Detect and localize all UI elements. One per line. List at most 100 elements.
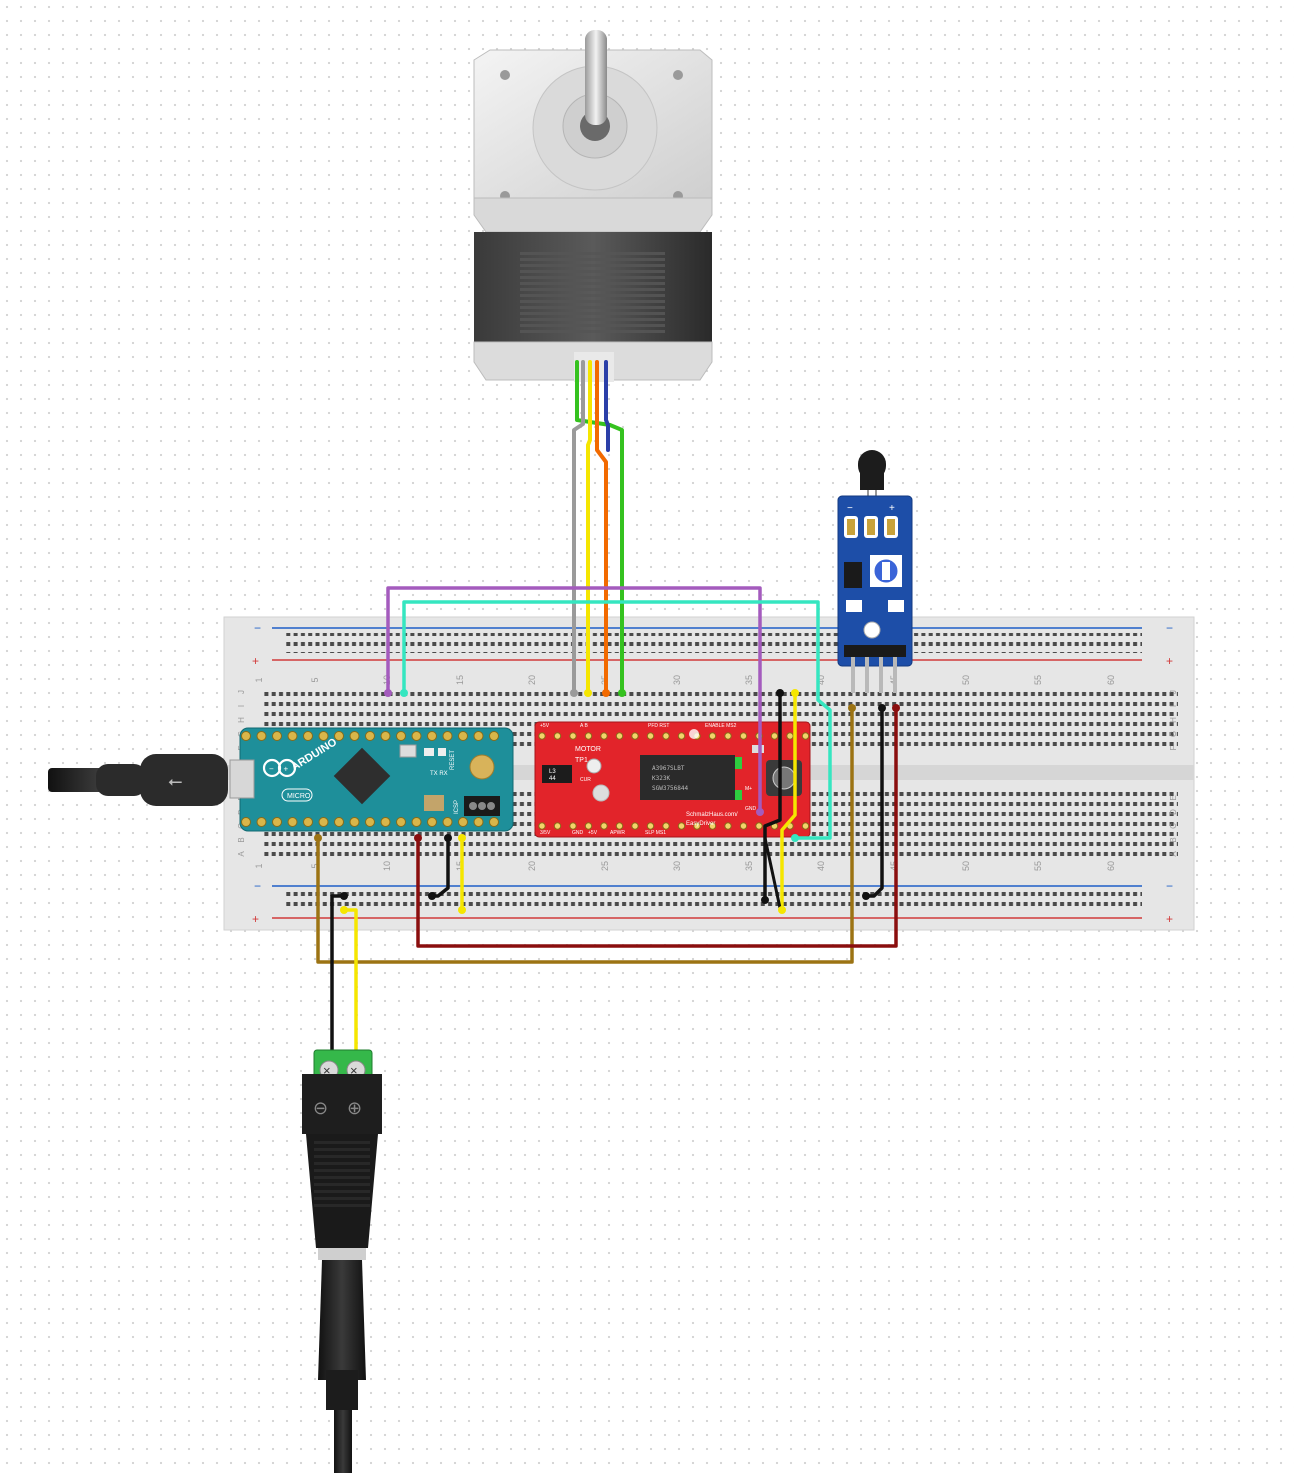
rail-plus-bl: + <box>252 912 259 926</box>
row-letter-B-left: B <box>237 837 246 842</box>
comparator-chip <box>844 562 862 588</box>
wire-black-ed-top <box>763 691 782 902</box>
arduino-pin <box>473 731 484 741</box>
row-letter-A-right: A <box>1169 851 1178 857</box>
column-number-top-40: 40 <box>816 675 826 685</box>
easydriver-brand-2: EasyDriver <box>686 821 715 827</box>
row-letter-G-right: G <box>1169 731 1178 737</box>
arduino-pin <box>442 731 453 741</box>
arduino-pin <box>334 731 344 741</box>
micro-usb-port <box>229 759 255 799</box>
wire-endpoints <box>314 689 900 1072</box>
wire-motor-blue <box>604 360 610 452</box>
row-letter-I-right: I <box>1169 705 1178 707</box>
easydriver-pin <box>708 822 717 830</box>
wire-yellow-power <box>342 908 358 1064</box>
row-letter-D-right: D <box>1169 809 1178 815</box>
rail-plus-tl: + <box>252 654 259 668</box>
easydriver-tp-label: TP1 <box>575 757 588 764</box>
chip-text-3: SGW3756844 <box>652 785 689 792</box>
easydriver-pin <box>755 822 763 830</box>
flame-sensor: − + <box>837 450 913 693</box>
easydriver-pin <box>801 822 810 830</box>
easydriver-pin <box>786 732 794 740</box>
wires <box>316 360 898 1064</box>
arduino-pin <box>303 817 313 827</box>
arduino-pin <box>287 817 298 827</box>
easydriver-pin <box>600 732 608 740</box>
column-number-bot-20: 20 <box>527 861 537 871</box>
ed-pin-label-top-1: +5V <box>540 723 550 729</box>
ed-pin-label-bot-4: APWR <box>610 830 625 836</box>
arduino-txrx-label: TX RX <box>430 771 448 777</box>
screw-icon-2: × <box>350 1063 358 1078</box>
easydriver-pin <box>569 822 577 830</box>
arduino-pin <box>365 817 375 827</box>
rail-holes-top <box>284 633 1142 653</box>
easydriver-pin <box>615 822 624 830</box>
rail-plus-br: + <box>1166 912 1173 926</box>
arduino-pin <box>272 817 282 827</box>
rail-minus-tr: − <box>1166 621 1173 635</box>
rail-minus-bl: − <box>254 879 261 893</box>
arduino-logo-icon: − + <box>262 758 297 778</box>
easydriver-pin <box>584 732 593 740</box>
arduino-header-top <box>241 731 499 741</box>
wire-motor-yellow <box>586 360 592 695</box>
ed-pin-label-bot-5: SLP MS1 <box>645 830 666 836</box>
row-letter-F-right: F <box>1169 745 1178 750</box>
ed-pin-label-top-4: ENABLE MS2 <box>705 723 737 729</box>
screw-icon-1: × <box>323 1063 331 1078</box>
arduino-pin <box>458 731 468 741</box>
svg-text:−: − <box>269 765 274 774</box>
sensor-minus-label: − <box>847 503 853 514</box>
wire-cyan <box>402 600 832 840</box>
easydriver-pin <box>693 822 701 830</box>
ed-pin-label-bot-2: GND <box>572 830 584 836</box>
reg-label-1: L3 <box>549 769 556 775</box>
column-number-top-30: 30 <box>672 675 682 685</box>
wire-black-ed-bottom <box>763 836 782 910</box>
easydriver-motor-label: MOTOR <box>575 746 601 753</box>
chip-text-1: A3967SLBT <box>652 765 685 772</box>
ed-pin-label-top-3: PFD RST <box>648 723 669 729</box>
arduino-pin <box>318 817 329 827</box>
arduino-pin <box>287 731 298 741</box>
column-number-bot-10: 10 <box>382 861 392 871</box>
arduino-pin <box>303 731 313 741</box>
svg-text:+: + <box>284 765 289 774</box>
wire-darkred <box>416 706 898 948</box>
ed-misc-2: M+ <box>745 786 752 792</box>
a3967-chip <box>640 755 735 800</box>
arduino-pin <box>365 731 375 741</box>
arduino-pin <box>427 817 437 827</box>
easydriver-pin <box>600 822 608 830</box>
easydriver-pin <box>646 822 655 830</box>
row-letter-A-left: A <box>237 851 246 857</box>
icsp-header <box>464 796 500 816</box>
wire-motor-gray <box>572 360 585 695</box>
easydriver-pin <box>538 732 546 740</box>
usb-plug <box>140 754 228 806</box>
jack-plug <box>318 1260 366 1380</box>
motor-cooling-fins <box>520 250 665 335</box>
rail-plus-tr: + <box>1166 654 1173 668</box>
arduino-pin <box>349 817 360 827</box>
jack-plus-symbol: ⊕ <box>347 1098 362 1118</box>
easydriver-pin <box>724 732 732 740</box>
ed-misc-1: CUR <box>580 777 591 783</box>
usb-cable: ⭠ <box>48 754 228 806</box>
easydriver-logo-icon <box>689 729 699 739</box>
arduino-pin <box>334 817 344 827</box>
arduino-pin <box>256 731 267 741</box>
row-letter-C-right: C <box>1169 823 1178 829</box>
rail-minus-tl: − <box>254 621 261 635</box>
easydriver-pin <box>584 822 593 830</box>
easydriver-pin <box>770 732 779 740</box>
column-number-bot-40: 40 <box>816 861 826 871</box>
ed-misc-3: GND <box>745 806 757 812</box>
easydriver-pin <box>801 732 810 740</box>
row-letter-J-left: J <box>237 690 246 694</box>
column-number-bot-25: 25 <box>600 861 610 871</box>
